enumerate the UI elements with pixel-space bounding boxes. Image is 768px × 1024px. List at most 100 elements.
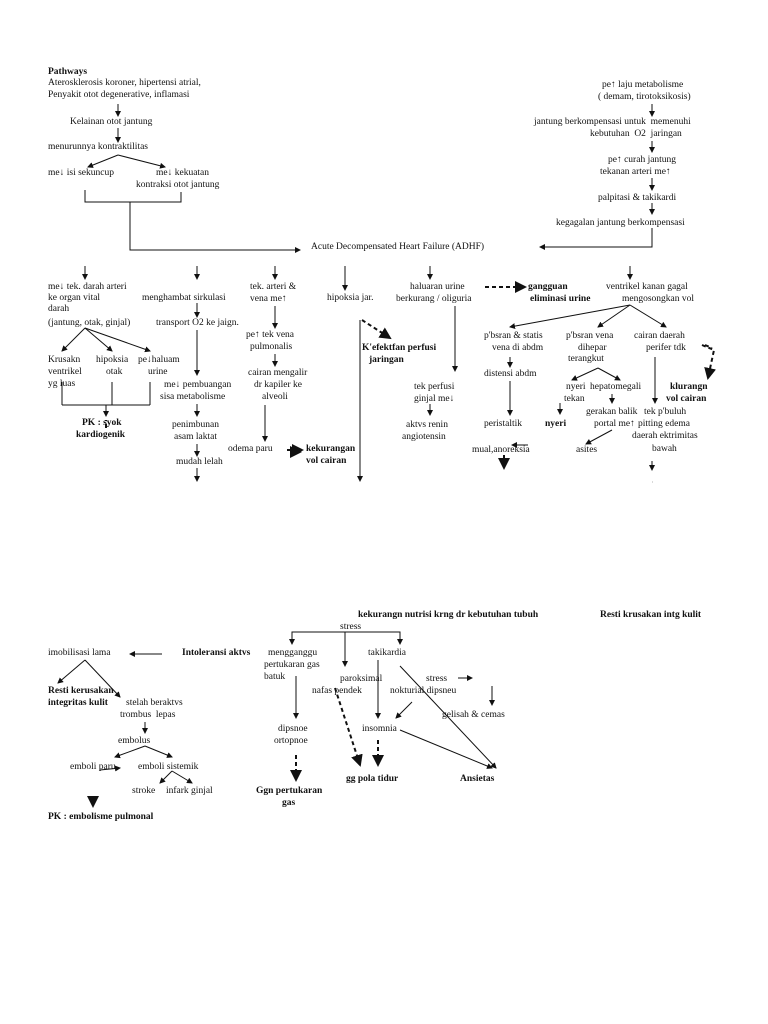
node-text: pulmonalis — [250, 342, 293, 352]
diagnosis-label: Intoleransi aktvs — [182, 648, 251, 658]
node-text: p'bsran vena — [566, 331, 614, 341]
node-text: mual,anoreksia — [472, 445, 530, 455]
diagnosis-label: Ansietas — [460, 774, 495, 784]
node-text: ortopnoe — [274, 736, 308, 746]
node-text: kebutuhan O2 jaringan — [590, 129, 682, 139]
diagnosis-label: Resti krusakan intg kulit — [600, 610, 702, 620]
diagnosis-label: nyeri — [545, 419, 567, 429]
node-text: kontraksi otot jantung — [136, 180, 220, 190]
node-text: hepatomegali — [590, 382, 642, 392]
node-text: nyeri — [566, 382, 586, 392]
node-text: odema paru — [228, 444, 273, 454]
node-text: yg luas — [48, 379, 76, 389]
node-text: transport O2 ke jaign. — [156, 318, 239, 328]
node-text: p'bsran & statis — [484, 331, 543, 341]
node-text: stelah beraktvs — [126, 698, 183, 708]
node-text: pe↑ tek vena — [246, 330, 295, 340]
diagnosis-label: K'efektfan perfusi — [362, 343, 437, 353]
cause-text: Aterosklerosis koroner, hipertensi atria… — [48, 78, 201, 88]
diagnosis-label: vol cairan — [666, 394, 707, 404]
node-text: ventrikel kanan gagal — [606, 282, 688, 292]
diagnosis-label: eliminasi urine — [530, 294, 591, 304]
node-text: Krusakn — [48, 355, 81, 365]
node-text: mudah lelah — [176, 457, 223, 467]
node-text: ke organ vital — [48, 293, 101, 303]
diagnosis-label: gg pola tidur — [346, 774, 399, 784]
node-text: bawah — [652, 444, 677, 454]
arrow — [117, 154, 166, 169]
node-text: hipoksia jar. — [327, 293, 374, 303]
node-text: ginjal me↓ — [414, 394, 455, 404]
node-text: distensi abdm — [484, 369, 537, 379]
node-text: sisa metabolisme — [160, 392, 226, 402]
node-text: me↓ isi sekuncup — [48, 168, 114, 178]
node-text: daerah ektrimitas — [632, 431, 698, 441]
node-text: portal me↑ — [594, 419, 635, 429]
node-text: cairan daerah — [634, 331, 685, 341]
node-text: urine — [148, 367, 168, 377]
pathways-heading: Pathways — [48, 67, 88, 77]
node-text: me↓ pembuangan — [164, 380, 232, 390]
arrow — [87, 154, 119, 168]
node-text: palpitasi & takikardi — [598, 193, 677, 203]
diagnosis-label: kardiogenik — [76, 430, 126, 440]
node-text: stress — [426, 674, 448, 684]
node-text: asam laktat — [174, 432, 217, 442]
diagnosis-label: integritas kulit — [48, 698, 108, 708]
diagnosis-label: Resti kerusakan — [48, 686, 114, 696]
node-text: gelisah & cemas — [442, 710, 505, 720]
node-text: imobilisasi lama — [48, 648, 111, 658]
diagnosis-label: kekurangan — [306, 444, 356, 454]
node-text: paroksimal — [340, 674, 383, 684]
node-text: terangkut — [568, 354, 604, 364]
node-text: stress — [340, 622, 362, 632]
node-text: vena me↑ — [250, 294, 287, 304]
node-text: cairan mengalir — [248, 368, 308, 378]
node-text: batuk — [264, 672, 286, 682]
node-text: gerakan balik — [586, 407, 638, 417]
node-text: nokturial dipsneu — [390, 686, 457, 696]
node-text: tekan — [564, 394, 585, 404]
arrow — [129, 202, 301, 253]
node-text: insomnia — [362, 724, 397, 734]
diagnosis-label: gangguan — [528, 282, 568, 292]
node-text: me↓ kekuatan — [156, 168, 210, 178]
node-text: otak — [106, 367, 123, 377]
node-text: stroke — [132, 786, 156, 796]
arrow — [539, 228, 653, 250]
node-text: berkurang / oliguria — [396, 294, 472, 304]
node-text: tekanan arteri me↑ — [600, 167, 671, 177]
diagnosis-label: gas — [282, 798, 296, 808]
node-text: pitting edema — [638, 419, 690, 429]
node-text: ventrikel — [48, 367, 82, 377]
node-text: (jantung, otak, ginjal) — [48, 318, 131, 328]
node-text: dr kapiler ke — [254, 380, 303, 390]
node-text: pe↓haluam — [138, 355, 180, 365]
node-text: emboli paru — [70, 762, 116, 772]
node-text: tek perfusi — [414, 382, 455, 392]
cause-text: Penyakit otot degenerative, inflamasi — [48, 90, 190, 100]
diagnosis-label: klurangn — [670, 382, 708, 392]
node-text: infark ginjal — [166, 786, 213, 796]
node-text: angiotensin — [402, 432, 446, 442]
node-text: mengganggu — [268, 648, 318, 658]
node-text: takikardia — [368, 648, 406, 658]
node-text: peristaltik — [484, 419, 522, 429]
node-text: me↓ tek. darah arteri — [48, 282, 127, 292]
node-text: embolus — [118, 736, 151, 746]
node-text: haluaran urine — [410, 282, 465, 292]
node-text: vena di abdm — [492, 343, 544, 353]
node-text: tek. arteri & — [250, 282, 297, 292]
node-text: pe↑ curah jantung — [608, 155, 677, 165]
node-text: darah — [48, 304, 70, 314]
node-text: ( demam, tirotoksikosis) — [598, 92, 691, 102]
node-text: kegagalan jantung berkompensasi — [556, 218, 685, 228]
node-text: dihepar — [578, 343, 607, 353]
node-text: tek p'buluh — [644, 407, 687, 417]
diagnosis-label: kekurangn nutrisi krng dr kebutuhan tubu… — [358, 610, 539, 620]
node-text: asites — [576, 445, 598, 455]
node-text: penimbunan — [172, 420, 219, 430]
diagnosis-label: Ggn pertukaran — [256, 786, 323, 796]
